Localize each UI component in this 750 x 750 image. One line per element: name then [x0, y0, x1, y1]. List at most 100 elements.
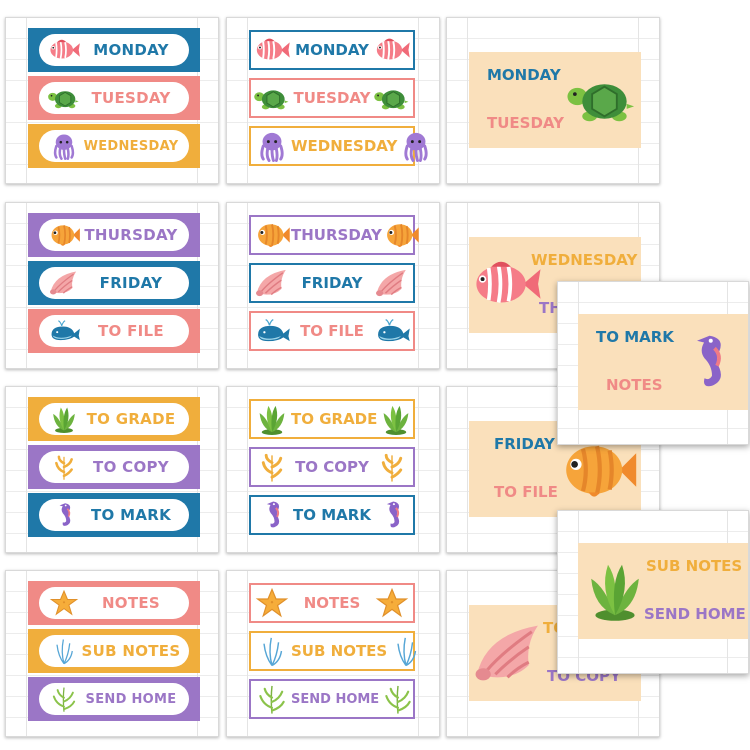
label-text: TUESDAY	[487, 114, 564, 132]
fish-icon	[373, 34, 411, 66]
label-sheet-box-row3: TO GRADE TO COPY TO MARK	[226, 386, 440, 553]
seahorse-icon	[373, 499, 411, 531]
label-wednesday-box[interactable]: WEDNESDAY	[249, 126, 415, 166]
label-sheet-pill-row2: THURSDAY FRIDAY TO FILE	[5, 202, 219, 369]
shell-icon	[471, 617, 547, 689]
sea-grass-icon	[387, 635, 425, 667]
label-text: TO FILE	[494, 483, 558, 501]
shell-icon	[253, 267, 291, 299]
fish-icon	[253, 34, 291, 66]
seaweed-icon	[377, 403, 415, 435]
starfish-icon	[373, 587, 411, 619]
plant-icon	[47, 685, 81, 713]
label-text: NOTES	[606, 376, 663, 394]
coral-icon	[253, 451, 291, 483]
label-text: SEND HOME	[644, 605, 746, 623]
label-sub-notes-pill[interactable]: SUB NOTES	[28, 629, 200, 673]
label-to-mark-pill[interactable]: TO MARK	[28, 493, 200, 537]
label-text: NOTES	[303, 594, 361, 612]
label-to-copy-box[interactable]: TO COPY	[249, 447, 415, 487]
label-sheet-box-row2: THURSDAY FRIDAY TO FILE	[226, 202, 440, 369]
label-sub-notes-box[interactable]: SUB NOTES	[249, 631, 415, 671]
label-tuesday-pill[interactable]: TUESDAY	[28, 76, 200, 120]
label-text: TO COPY	[295, 458, 369, 476]
label-text: THURSDAY	[84, 226, 178, 244]
label-text: FRIDAY	[99, 274, 163, 292]
plant-icon	[253, 683, 291, 715]
label-friday-pill[interactable]: FRIDAY	[28, 261, 200, 305]
label-text: SUB NOTES	[646, 557, 743, 575]
seaweed-icon	[580, 557, 650, 623]
label-text: THURSDAY	[291, 226, 382, 244]
label-card-monday-tuesday[interactable]: MONDAY TUESDAY	[469, 52, 641, 148]
shell-icon	[373, 267, 411, 299]
label-text: TO COPY	[93, 458, 169, 476]
label-text: TO FILE	[300, 322, 364, 340]
sea-grass-icon	[47, 637, 81, 665]
shell-icon	[47, 269, 81, 297]
label-to-mark-box[interactable]: TO MARK	[249, 495, 415, 535]
label-card-sub-notes-send-home[interactable]: SUB NOTES SEND HOME	[578, 543, 748, 639]
label-thursday-box[interactable]: THURSDAY	[249, 215, 415, 255]
starfish-icon	[47, 589, 81, 617]
label-notes-box[interactable]: NOTES	[249, 583, 415, 623]
octopus-icon	[47, 132, 81, 160]
label-card-to-mark-notes[interactable]: TO MARK NOTES	[578, 314, 748, 410]
fish-icon	[47, 36, 81, 64]
label-sheet-front-to-mark: TO MARK NOTES	[557, 281, 749, 445]
octopus-icon	[253, 130, 291, 162]
label-text: TUESDAY	[91, 89, 171, 107]
label-text: SUB NOTES	[81, 642, 181, 660]
label-text: TO GRADE	[86, 410, 176, 428]
label-text: WEDNESDAY	[531, 251, 638, 269]
yellow-fish-icon	[555, 437, 639, 503]
label-text: TUESDAY	[293, 89, 371, 107]
label-sheet-box-row1: MONDAY TUESDAY WEDNESDAY	[226, 17, 440, 184]
sea-grass-icon	[253, 635, 291, 667]
label-text: SEND HOME	[85, 691, 177, 707]
turtle-icon	[253, 82, 291, 114]
label-sheet-pill-row4: NOTES SUB NOTES SEND HOME	[5, 570, 219, 737]
label-tuesday-box[interactable]: TUESDAY	[249, 78, 415, 118]
label-to-grade-pill[interactable]: TO GRADE	[28, 397, 200, 441]
label-monday-box[interactable]: MONDAY	[249, 30, 415, 70]
label-text: MONDAY	[93, 41, 169, 59]
starfish-icon	[253, 587, 291, 619]
label-send-home-pill[interactable]: SEND HOME	[28, 677, 200, 721]
yellow-fish-icon	[47, 221, 81, 249]
seaweed-icon	[253, 403, 291, 435]
plant-icon	[379, 683, 417, 715]
label-notes-pill[interactable]: NOTES	[28, 581, 200, 625]
turtle-icon	[373, 82, 411, 114]
label-text: WEDNESDAY	[83, 138, 179, 154]
yellow-fish-icon	[253, 219, 291, 251]
coral-icon	[373, 451, 411, 483]
label-friday-box[interactable]: FRIDAY	[249, 263, 415, 303]
yellow-fish-icon	[382, 219, 420, 251]
label-to-file-pill[interactable]: TO FILE	[28, 309, 200, 353]
label-text: WEDNESDAY	[291, 137, 398, 155]
whale-icon	[47, 317, 81, 345]
label-text: TO GRADE	[291, 410, 378, 428]
label-text: SEND HOME	[291, 691, 380, 707]
label-wednesday-pill[interactable]: WEDNESDAY	[28, 124, 200, 168]
turtle-icon	[565, 64, 639, 134]
label-to-grade-box[interactable]: TO GRADE	[249, 399, 415, 439]
label-text: TO MARK	[596, 328, 674, 346]
label-send-home-box[interactable]: SEND HOME	[249, 679, 415, 719]
label-text: FRIDAY	[301, 274, 363, 292]
label-text: NOTES	[101, 594, 161, 612]
seahorse-icon	[253, 499, 291, 531]
label-thursday-pill[interactable]: THURSDAY	[28, 213, 200, 257]
label-text: TO MARK	[90, 506, 171, 524]
octopus-icon	[397, 130, 435, 162]
label-to-copy-pill[interactable]: TO COPY	[28, 445, 200, 489]
seahorse-icon	[47, 501, 81, 529]
label-sheet-pill-row3: TO GRADE TO COPY TO MARK	[5, 386, 219, 553]
label-to-file-box[interactable]: TO FILE	[249, 311, 415, 351]
label-text: SUB NOTES	[291, 642, 388, 660]
label-sheet-box-row4: NOTES SUB NOTES SEND HOME	[226, 570, 440, 737]
whale-icon	[253, 315, 291, 347]
label-sheet-front-sub-notes: SUB NOTES SEND HOME	[557, 510, 749, 674]
label-monday-pill[interactable]: MONDAY	[28, 28, 200, 72]
